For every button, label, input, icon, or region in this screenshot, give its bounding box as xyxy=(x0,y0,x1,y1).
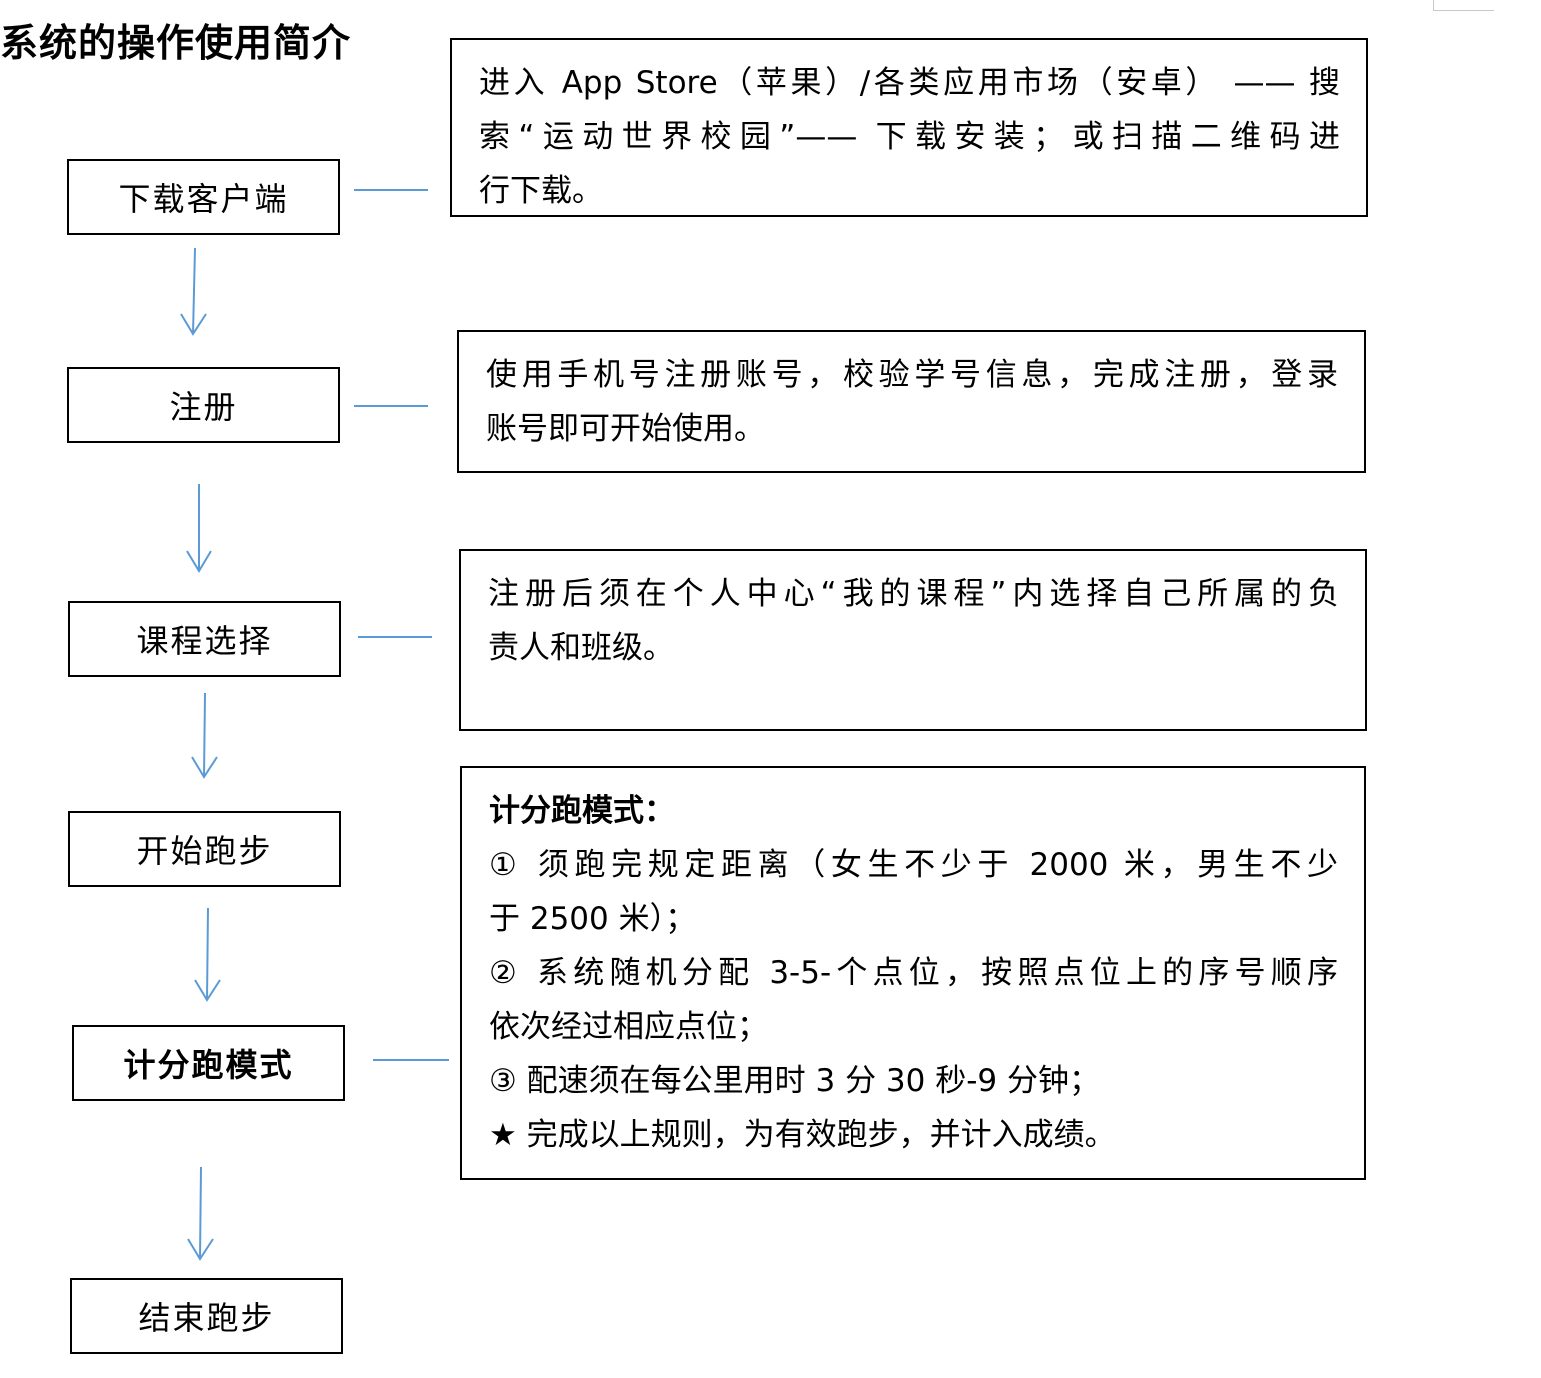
arrow-download-to-register xyxy=(180,247,207,336)
desc-line: 使用手机号注册账号，校验学号信息，完成注册，登录 xyxy=(486,357,1338,393)
arrow-course-to-start xyxy=(191,692,218,779)
step-download-client: 下载客户端 xyxy=(67,159,340,235)
desc-line: 责人和班级。 xyxy=(488,630,674,666)
step-scoring-mode: 计分跑模式 xyxy=(72,1025,345,1101)
desc-heading: 计分跑模式： xyxy=(489,793,675,829)
desc-course: 注册后须在个人中心“我的课程”内选择自己所属的负 责人和班级。 xyxy=(459,549,1367,731)
desc-register: 使用手机号注册账号，校验学号信息，完成注册，登录 账号即可开始使用。 xyxy=(457,330,1366,473)
rule-1: ① 须跑完规定距离（女生不少于 2000 米，男生不少 xyxy=(489,847,1338,883)
desc-line: 注册后须在个人中心“我的课程”内选择自己所属的负 xyxy=(488,576,1339,612)
desc-line: 进入 App Store（苹果）/各类应用市场（安卓） —— 搜 xyxy=(479,65,1340,101)
step-start-running: 开始跑步 xyxy=(68,811,341,887)
rule-3: ③ 配速须在每公里用时 3 分 30 秒-9 分钟； xyxy=(489,1063,1100,1099)
desc-line: 账号即可开始使用。 xyxy=(486,411,765,447)
desc-line: 行下载。 xyxy=(479,173,603,209)
page-corner-mark xyxy=(1433,0,1494,11)
arrow-start-to-scoring xyxy=(194,907,221,1002)
desc-scoring: 计分跑模式： ① 须跑完规定距离（女生不少于 2000 米，男生不少 于 250… xyxy=(460,766,1366,1180)
arrow-scoring-to-end xyxy=(187,1166,214,1261)
step-end-running: 结束跑步 xyxy=(70,1278,343,1354)
rule-1-cont: 于 2500 米）； xyxy=(489,901,697,937)
arrow-register-to-course xyxy=(186,484,212,573)
desc-download: 进入 App Store（苹果）/各类应用市场（安卓） —— 搜 索“运动世界校… xyxy=(450,38,1368,217)
rule-star: ★ 完成以上规则，为有效跑步，并计入成绩。 xyxy=(489,1117,1116,1153)
desc-line: 索“运动世界校园”—— 下载安装；或扫描二维码进 xyxy=(479,119,1340,155)
step-register: 注册 xyxy=(67,367,340,443)
step-course-selection: 课程选择 xyxy=(68,601,341,677)
rule-2-cont: 依次经过相应点位； xyxy=(489,1009,768,1045)
rule-2: ② 系统随机分配 3-5-个点位，按照点位上的序号顺序 xyxy=(489,955,1338,991)
page-title: 系统的操作使用简介 xyxy=(0,21,352,65)
